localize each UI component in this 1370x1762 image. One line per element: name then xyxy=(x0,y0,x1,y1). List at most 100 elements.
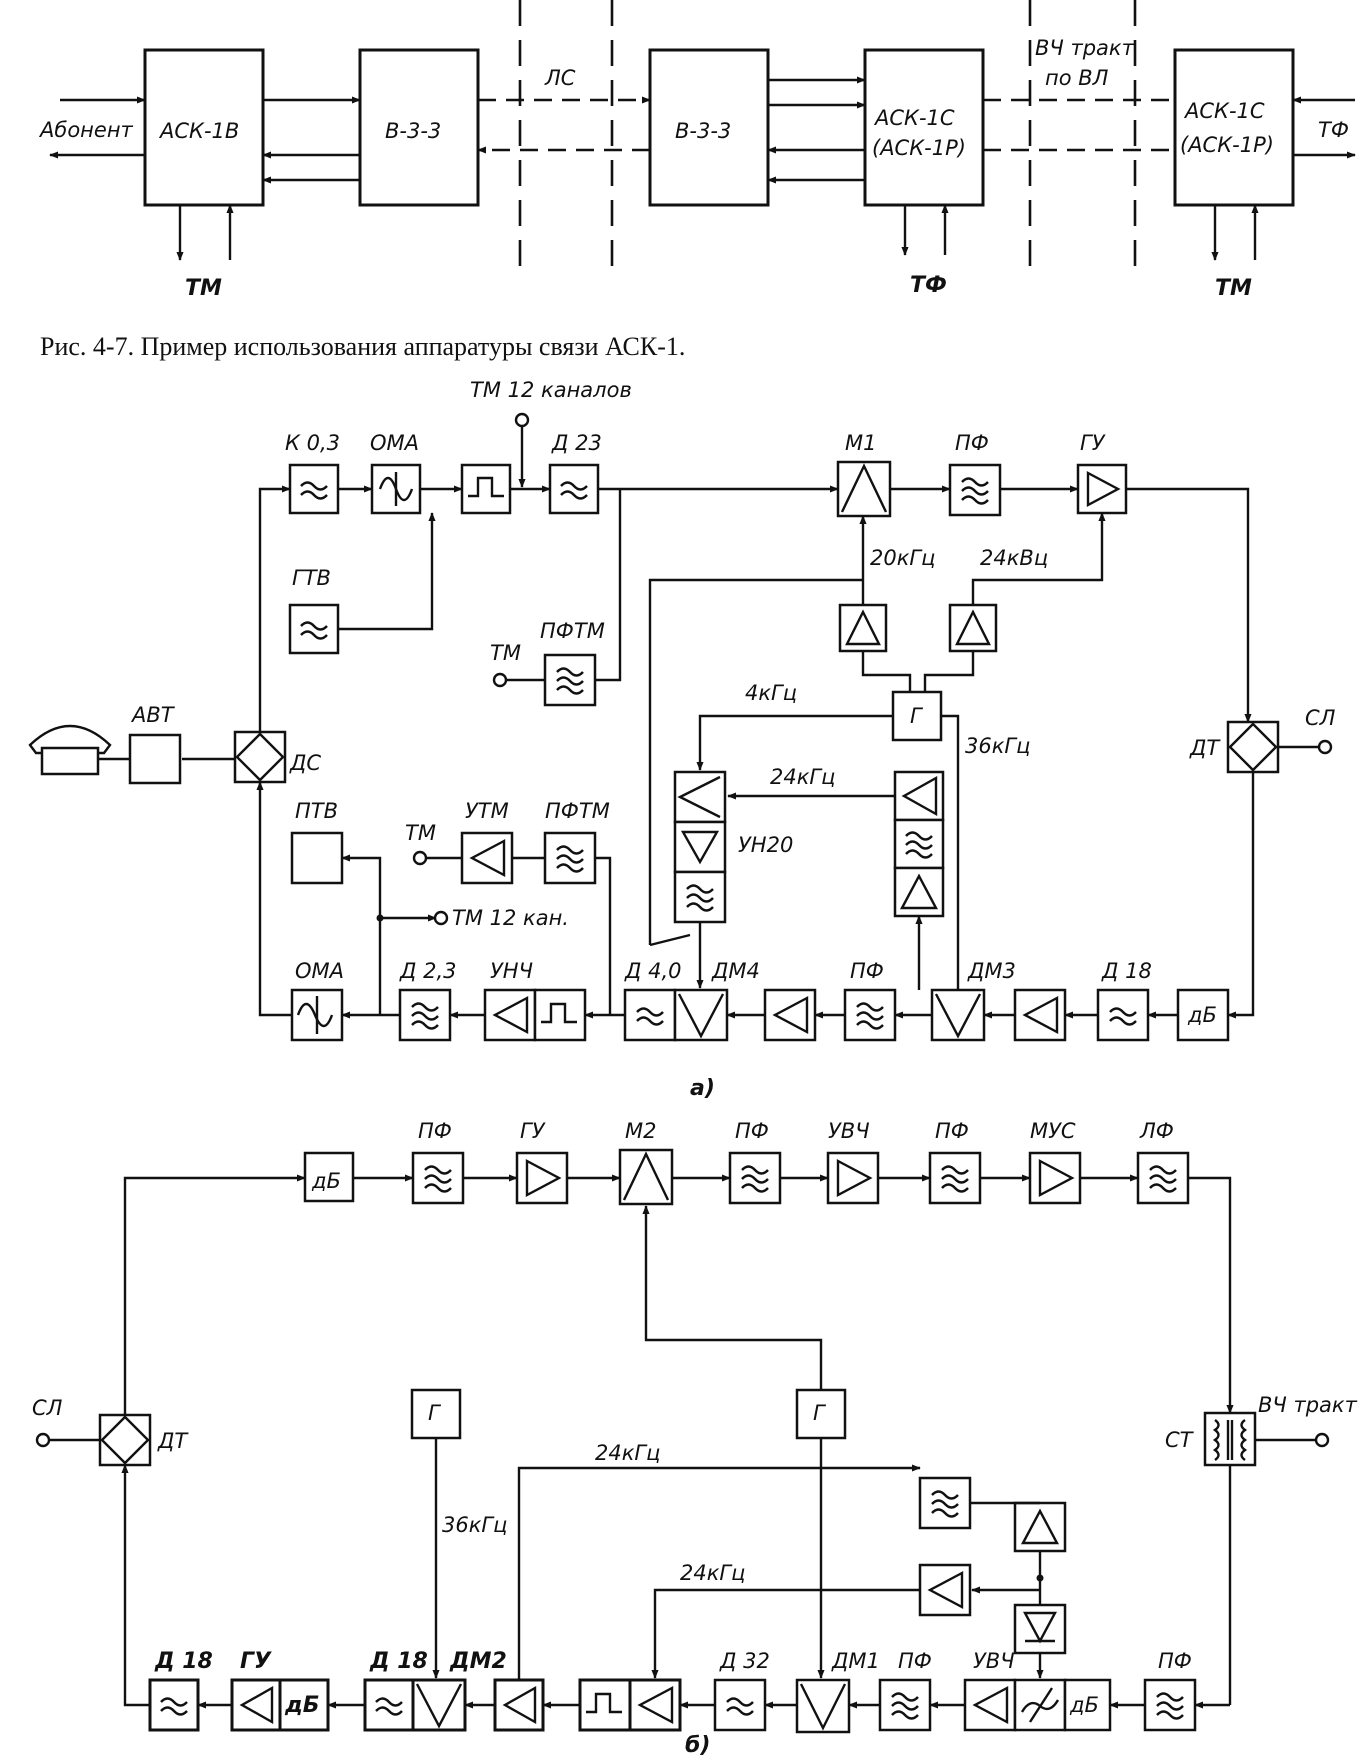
oma-bottom-label: ОМА xyxy=(295,959,344,983)
gu-bottom-b xyxy=(230,1678,330,1732)
vch-b-label: ВЧ тракт xyxy=(1258,1393,1358,1417)
d40-label: Д 4,0 xyxy=(624,959,681,983)
vch-trakt-label: ВЧ тракт xyxy=(1035,36,1135,60)
dt-label: ДТ xyxy=(1189,736,1221,760)
ds-bridge xyxy=(233,730,287,784)
pf-top-label: ПФ xyxy=(955,431,989,455)
dt-bridge-a xyxy=(1226,720,1280,774)
ptv-block xyxy=(290,831,344,885)
f24a-label: 24кГц xyxy=(595,1441,660,1465)
pf1-label: ПФ xyxy=(418,1119,452,1143)
db-top-label: дБ xyxy=(311,1169,341,1193)
pf-b1-label: ПФ xyxy=(898,1649,932,1673)
lf-label: ЛФ xyxy=(1139,1119,1174,1143)
diagram-a: К 0,3 ОМА ТМ 12 каналов Д 23 ГТВ ПФТМ ТМ… xyxy=(28,378,1336,1101)
amp-before-dm3 xyxy=(1013,988,1067,1042)
stack-24khz-right xyxy=(893,770,945,918)
amp-after-dm2 xyxy=(493,1678,545,1732)
g-generator-b1 xyxy=(410,1388,462,1440)
d40-filter xyxy=(623,988,677,1042)
db-label: дБ xyxy=(1187,1003,1217,1027)
amp-20khz xyxy=(838,603,888,653)
pf-bottom-b2 xyxy=(1143,1678,1197,1732)
d18-filter-a xyxy=(1096,988,1150,1042)
abonent-label: Абонент xyxy=(38,118,134,142)
uvch-bottom-label: УВЧ xyxy=(973,1649,1015,1673)
d18b-filter xyxy=(363,1678,415,1732)
gu-top-amplifier xyxy=(1076,463,1128,515)
ask1v-block xyxy=(143,48,265,207)
d23-label: Д 23 xyxy=(551,431,602,455)
unch-label: УНЧ xyxy=(490,959,533,983)
sl-label: СЛ xyxy=(1305,706,1336,730)
ask1c-a-block xyxy=(863,48,985,207)
amp-up-b xyxy=(1013,1501,1067,1553)
amp-left-b xyxy=(918,1563,972,1617)
d18a-label: Д 18 xyxy=(154,1649,213,1674)
ask1v-label: АСК-1В xyxy=(158,119,239,143)
un20-label: УН20 xyxy=(738,833,793,857)
dm4-demodulator xyxy=(673,988,729,1042)
v33-left-label: В-3-3 xyxy=(385,119,441,143)
pf2-filter-b xyxy=(728,1151,782,1205)
gu-bottom-label: ГУ xyxy=(240,1649,272,1674)
tm-left-label: ТМ xyxy=(185,276,222,301)
pf-b2-label: ПФ xyxy=(1158,1649,1192,1673)
g1-label: Г xyxy=(428,1401,442,1425)
v33-right-block xyxy=(648,48,770,207)
avt-label: АВТ xyxy=(130,703,176,727)
amp-24khz xyxy=(948,603,998,653)
limiter-amp-b xyxy=(578,1678,682,1732)
ask1c-b-block xyxy=(1173,48,1295,207)
gtv-label: ГТВ xyxy=(292,566,331,590)
f36-b-label: 36кГц xyxy=(442,1513,507,1537)
tf-bottom-label: ТФ xyxy=(910,273,947,298)
ask1c-a-label-2: (АСК-1Р) xyxy=(872,136,966,160)
telephone-icon xyxy=(28,724,112,776)
db-b2-label: дБ xyxy=(1069,1693,1099,1717)
unch-block xyxy=(483,988,587,1042)
v33-left-block xyxy=(358,48,480,207)
tf-right-label: ТФ xyxy=(1318,118,1349,142)
ptv-label: ПТВ xyxy=(295,799,338,823)
st-transformer xyxy=(1203,1411,1257,1467)
pf-bottom-b1 xyxy=(878,1678,932,1732)
d23b-label: Д 2,3 xyxy=(399,959,456,983)
dt-b-label: ДТ xyxy=(157,1429,189,1453)
dm2-demodulator xyxy=(411,1678,467,1732)
tm-right-label: ТМ xyxy=(1215,276,1252,301)
mus-label: МУС xyxy=(1030,1119,1076,1143)
dm1-demodulator xyxy=(795,1678,851,1734)
sub-label-a: а) xyxy=(690,1076,715,1101)
fig-4-7: Абонент АСК-1В В-3-3 ЛС В-3-3 АСК-1С (АС… xyxy=(38,0,1356,361)
diagram-a-labels: К 0,3 ОМА ТМ 12 каналов Д 23 ГТВ ПФТМ ТМ… xyxy=(130,378,1336,1101)
dm1-label: ДМ1 xyxy=(831,1649,880,1673)
amp-before-dm4 xyxy=(763,988,817,1042)
oma-top-label: ОМА xyxy=(370,431,419,455)
d18a-filter xyxy=(148,1678,200,1732)
st-label: СТ xyxy=(1165,1428,1195,1452)
mus-amplifier xyxy=(1028,1151,1082,1205)
diagram-b-labels: дБ ПФ ГУ М2 ПФ УВЧ ПФ МУС ЛФ СЛ ДТ Г Г С… xyxy=(32,1119,1358,1758)
f36-label: 36кГц xyxy=(965,734,1030,758)
sub-label-b: б) xyxy=(685,1733,710,1758)
gu-label: ГУ xyxy=(1080,431,1106,455)
uvch-bottom-b xyxy=(963,1678,1112,1732)
utm-amplifier xyxy=(460,831,514,885)
tm-utm-label: ТМ xyxy=(405,821,436,845)
dm2-label: ДМ2 xyxy=(449,1649,507,1674)
uvch-top-label: УВЧ xyxy=(828,1119,870,1143)
utm-label: УТМ xyxy=(465,799,509,823)
oma-bottom-block xyxy=(290,988,344,1042)
pf3-label: ПФ xyxy=(935,1119,969,1143)
limiter-top-block xyxy=(460,463,512,515)
diagram-b: дБ ПФ ГУ М2 ПФ УВЧ ПФ МУС ЛФ СЛ ДТ Г Г С… xyxy=(32,1119,1358,1758)
d32-label: Д 32 xyxy=(719,1649,770,1673)
dm3-label: ДМ3 xyxy=(967,959,1016,983)
pftm-bottom-filter xyxy=(543,831,597,885)
pf3-filter-b xyxy=(928,1151,982,1205)
sl-b-label: СЛ xyxy=(32,1396,63,1420)
oma-top-block xyxy=(370,463,422,515)
f24v-label: 24кВц xyxy=(980,546,1048,570)
db-bottom-label: дБ xyxy=(284,1693,320,1718)
